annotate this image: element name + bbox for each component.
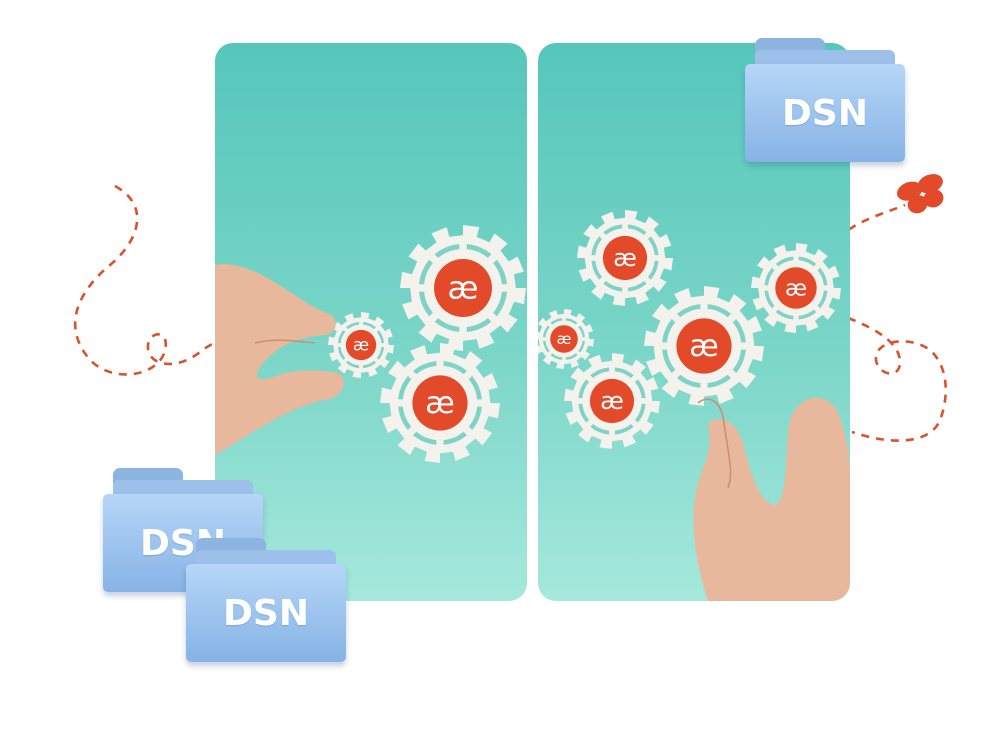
gear-glyph: æ bbox=[353, 336, 369, 355]
gear-icon: æ bbox=[538, 309, 594, 369]
folder-icon: DSN bbox=[745, 38, 905, 166]
gear-icon: æ bbox=[564, 353, 660, 449]
gear-icon: æ bbox=[577, 210, 673, 306]
gear-glyph: æ bbox=[557, 330, 572, 348]
right-gears-scene: æ æ æ æ æ bbox=[538, 210, 850, 601]
left-photo-panel: æ æ æ bbox=[215, 43, 527, 601]
gear-icon: æ bbox=[644, 286, 764, 406]
gear-glyph: æ bbox=[613, 244, 637, 272]
gear-glyph: æ bbox=[689, 329, 718, 364]
folder-label: DSN bbox=[223, 592, 309, 634]
gear-glyph: æ bbox=[600, 387, 624, 415]
clover-icon bbox=[897, 174, 944, 214]
gear-icon: æ bbox=[328, 312, 394, 378]
gear-icon: æ bbox=[751, 243, 841, 333]
folder-label: DSN bbox=[782, 92, 868, 134]
hand-icon bbox=[693, 397, 850, 601]
gear-icon: æ bbox=[400, 225, 526, 351]
gear-glyph: æ bbox=[448, 271, 479, 307]
gear-icon: æ bbox=[380, 343, 500, 463]
hand-icon bbox=[215, 264, 344, 455]
folder-icon: DSN bbox=[186, 538, 346, 666]
gear-glyph: æ bbox=[425, 386, 454, 421]
left-gears-scene: æ æ æ bbox=[215, 225, 526, 463]
gear-glyph: æ bbox=[785, 276, 807, 302]
